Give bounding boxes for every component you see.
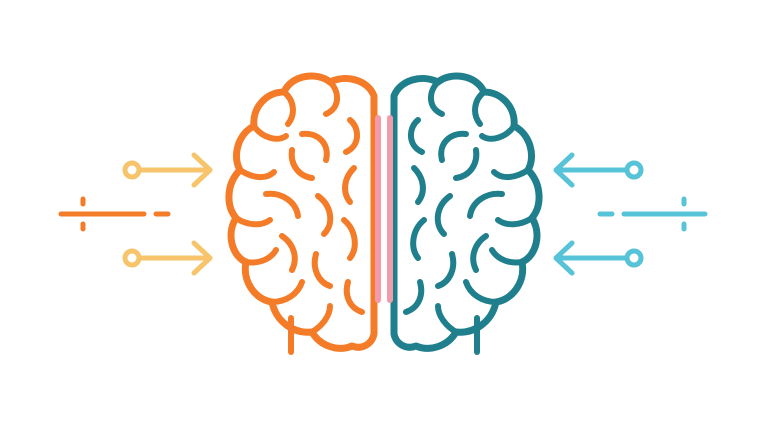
arrow-right-icon [122, 152, 213, 188]
right-gyrus-fold [463, 279, 499, 305]
dash-line-right [597, 196, 708, 232]
brain-midline [375, 115, 393, 303]
arrow-tail-node [624, 248, 644, 268]
arrow-tail-node [122, 248, 142, 268]
right-gyrus-fold [438, 130, 469, 163]
left-gyrus-fold [341, 217, 358, 261]
right-gyrus-fold [470, 233, 489, 273]
left-gyrus-fold [237, 167, 277, 180]
arrow-left-icon [553, 240, 644, 276]
right-gyrus-fold [472, 89, 487, 127]
right-gyrus-fold [435, 251, 457, 289]
right-gyrus-fold [411, 165, 426, 205]
right-gyrus-fold [495, 215, 535, 228]
right-gyrus-fold [453, 147, 480, 181]
right-gyrus-fold [435, 303, 459, 335]
left-gyrus-fold [309, 303, 333, 335]
left-gyrus-fold [263, 190, 301, 219]
arrow-left-icon [553, 152, 644, 188]
arrow-tail-node [122, 160, 142, 180]
left-gyrus-fold [323, 79, 340, 117]
left-gyrus-fold [251, 123, 289, 142]
right-gyrus-fold [408, 117, 425, 155]
right-gyrus-fold [403, 279, 425, 315]
arrow-tail-node [624, 160, 644, 180]
brain-right-hemisphere-icon [390, 72, 543, 355]
left-gyrus-fold [299, 130, 330, 163]
left-gyrus-fold [343, 117, 360, 155]
right-gyrus-fold [434, 193, 453, 237]
left-arrows-group [58, 152, 213, 276]
right-gyrus-fold [428, 79, 445, 117]
right-arrows-group [553, 152, 708, 276]
left-gyrus-fold [342, 165, 357, 205]
arrow-head [553, 240, 575, 276]
dash-line-left [58, 196, 171, 232]
arrow-head [191, 152, 213, 188]
right-gyrus-fold [410, 217, 427, 261]
left-gyrus-fold [233, 215, 273, 228]
left-gyrus-fold [279, 233, 298, 273]
left-gyrus-fold [311, 251, 333, 289]
brain-left-hemisphere-icon [225, 72, 378, 355]
right-gyrus-fold [491, 167, 531, 180]
arrow-head [191, 240, 213, 276]
right-gyrus-fold [467, 190, 505, 219]
left-gyrus-fold [281, 89, 296, 127]
left-gyrus-fold [343, 279, 365, 315]
right-gyrus-fold [489, 247, 525, 266]
left-gyrus-fold [243, 247, 279, 266]
right-gyrus-fold [479, 123, 517, 142]
left-gyrus-fold [269, 279, 305, 305]
arrow-right-icon [122, 240, 213, 276]
left-gyrus-fold [288, 147, 315, 181]
arrow-head [553, 152, 575, 188]
left-gyrus-fold [315, 193, 334, 237]
